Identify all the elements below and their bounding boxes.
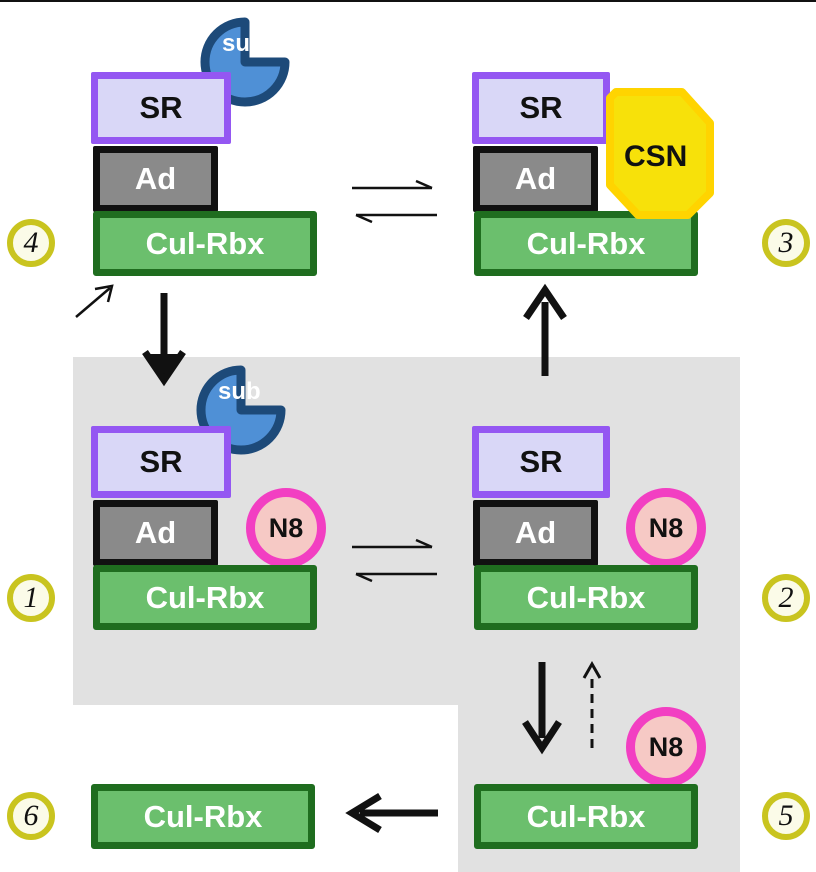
csn-label: CSN bbox=[624, 140, 688, 173]
sr-box: SR bbox=[91, 72, 231, 144]
ad-box: Ad bbox=[473, 146, 598, 212]
cul-rbx-box: Cul-Rbx bbox=[93, 211, 317, 276]
nedd8-circle: N8 bbox=[626, 488, 706, 568]
sr-label: SR bbox=[139, 444, 183, 479]
cul-rbx-label: Cul-Rbx bbox=[526, 579, 646, 615]
csn-octagon-icon bbox=[606, 88, 714, 219]
cul-rbx-label: Cul-Rbx bbox=[143, 798, 263, 834]
csn-shape: CSN bbox=[600, 85, 720, 220]
sr-box: SR bbox=[472, 426, 610, 498]
ad-box: Ad bbox=[93, 500, 218, 566]
equilibrium-arrows-1-2 bbox=[352, 538, 437, 583]
substrate-label: sub bbox=[222, 30, 265, 57]
ad-box: Ad bbox=[473, 500, 598, 566]
arrow-2-to-3 bbox=[523, 283, 567, 376]
dashed-arrow-5-to-2 bbox=[582, 660, 602, 748]
sr-box: SR bbox=[91, 426, 231, 498]
substrate-label: sub bbox=[218, 378, 261, 405]
cul-rbx-label: Cul-Rbx bbox=[526, 798, 646, 834]
sr-label: SR bbox=[519, 90, 563, 125]
cul-rbx-box: Cul-Rbx bbox=[474, 211, 698, 276]
cul-rbx-box: Cul-Rbx bbox=[93, 565, 317, 630]
state-number-5: 5 bbox=[762, 792, 810, 840]
ad-label: Ad bbox=[134, 515, 177, 550]
ad-label: Ad bbox=[514, 161, 557, 196]
nedd8-circle: N8 bbox=[626, 707, 706, 787]
top-border-line bbox=[0, 0, 816, 2]
cul-rbx-label: Cul-Rbx bbox=[145, 225, 265, 261]
n8-label: N8 bbox=[268, 512, 304, 543]
arrow-5-to-6 bbox=[345, 793, 438, 833]
cul-rbx-box: Cul-Rbx bbox=[91, 784, 315, 849]
equilibrium-arrows-4-3 bbox=[352, 179, 437, 224]
cul-rbx-box: Cul-Rbx bbox=[474, 565, 698, 630]
small-arrow-into-4 bbox=[75, 284, 114, 318]
ad-box: Ad bbox=[93, 146, 218, 212]
state-number-3: 3 bbox=[762, 219, 810, 267]
arrow-4-to-1 bbox=[142, 293, 186, 387]
ad-label: Ad bbox=[514, 515, 557, 550]
sr-label: SR bbox=[139, 90, 183, 125]
cul-rbx-box: Cul-Rbx bbox=[474, 784, 698, 849]
sr-label: SR bbox=[519, 444, 563, 479]
cul-rbx-label: Cul-Rbx bbox=[145, 579, 265, 615]
ad-label: Ad bbox=[134, 161, 177, 196]
arrow-2-to-5 bbox=[522, 662, 562, 755]
n8-label: N8 bbox=[648, 512, 684, 543]
state-number-2: 2 bbox=[762, 574, 810, 622]
nedd8-circle: N8 bbox=[246, 488, 326, 568]
n8-label: N8 bbox=[648, 731, 684, 762]
state-number-4: 4 bbox=[7, 219, 55, 267]
state-number-1: 1 bbox=[7, 574, 55, 622]
cul-rbx-label: Cul-Rbx bbox=[526, 225, 646, 261]
state-number-6: 6 bbox=[7, 792, 55, 840]
